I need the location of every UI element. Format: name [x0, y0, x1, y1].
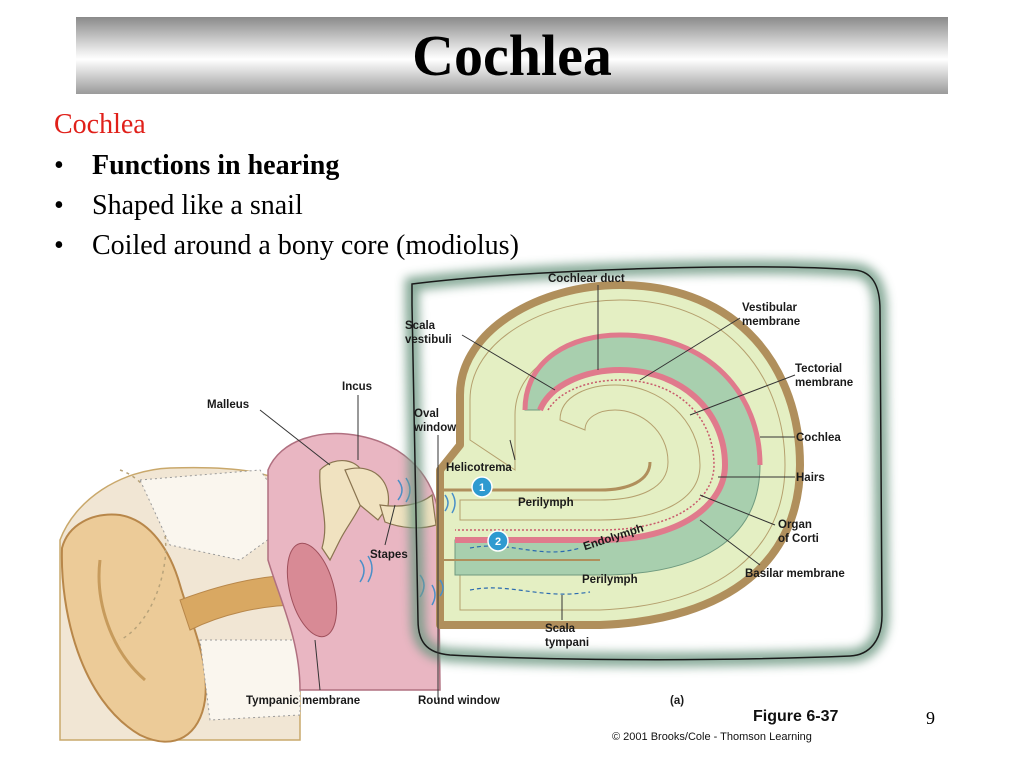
label-perilymph-lower: Perilymph: [582, 574, 638, 586]
label-cochlear-duct: Cochlear duct: [548, 273, 625, 285]
label-cochlea: Cochlea: [796, 432, 841, 444]
label-stapes: Stapes: [370, 549, 408, 561]
label-incus: Incus: [342, 381, 372, 393]
label-perilymph-upper: Perilymph: [518, 497, 574, 509]
highlight-frame: [405, 259, 890, 667]
bullet-marker: •: [54, 230, 64, 261]
marker-1-label: 1: [479, 482, 485, 494]
marker-2-label: 2: [495, 536, 501, 548]
label-round-window: Round window: [418, 695, 500, 707]
label-oval-window-1: Oval: [414, 408, 439, 420]
label-scala-tympani-1: Scala: [545, 623, 576, 635]
page-number: 9: [926, 708, 935, 728]
label-organ-of-corti-1: Organ: [778, 519, 812, 531]
label-hairs: Hairs: [796, 472, 825, 484]
label-vestibular-membrane-1: Vestibular: [742, 302, 797, 314]
label-tectorial-membrane-2: membrane: [795, 377, 853, 389]
label-tectorial-membrane-1: Tectorial: [795, 363, 842, 375]
outer-ear-illustration: [59, 466, 301, 743]
middle-ear-illustration: [267, 432, 441, 691]
bullet-text: Functions in hearing: [92, 150, 340, 181]
bullet-marker: •: [54, 190, 64, 221]
cochlea-section: 1 2: [431, 281, 804, 629]
bullet-list: • Functions in hearing • Shaped like a s…: [54, 146, 519, 266]
bullet-marker: •: [54, 150, 64, 181]
label-malleus: Malleus: [207, 399, 249, 411]
figure-labels: Cochlear duct Vestibular membrane Scala …: [207, 273, 853, 743]
bullet-text: Coiled around a bony core (modiolus): [92, 230, 519, 261]
title-bar: Cochlea: [76, 17, 948, 94]
label-scala-vestibuli-1: Scala: [405, 320, 436, 332]
bullet-item: • Shaped like a snail: [54, 186, 519, 226]
label-basilar-membrane: Basilar membrane: [745, 568, 845, 580]
marker-1: [471, 476, 493, 498]
label-tympanic-membrane: Tympanic membrane: [246, 695, 360, 707]
label-helicotrema: Helicotrema: [446, 462, 512, 474]
slide-title: Cochlea: [412, 22, 612, 88]
marker-2: [487, 530, 509, 552]
section-heading: Cochlea: [54, 109, 146, 140]
label-vestibular-membrane-2: membrane: [742, 316, 800, 328]
label-oval-window-2: window: [413, 422, 456, 434]
copyright-notice: © 2001 Brooks/Cole - Thomson Learning: [612, 731, 812, 743]
label-organ-of-corti-2: of Corti: [778, 533, 819, 545]
label-panel: (a): [670, 695, 684, 707]
bullet-item: • Functions in hearing: [54, 146, 519, 186]
leader-lines: [259, 285, 796, 700]
bullet-item: • Coiled around a bony core (modiolus): [54, 226, 519, 266]
bullet-text: Shaped like a snail: [92, 190, 303, 221]
label-scala-vestibuli-2: vestibuli: [405, 334, 452, 346]
label-scala-tympani-2: tympani: [545, 637, 589, 649]
figure-number: Figure 6-37: [753, 708, 838, 725]
